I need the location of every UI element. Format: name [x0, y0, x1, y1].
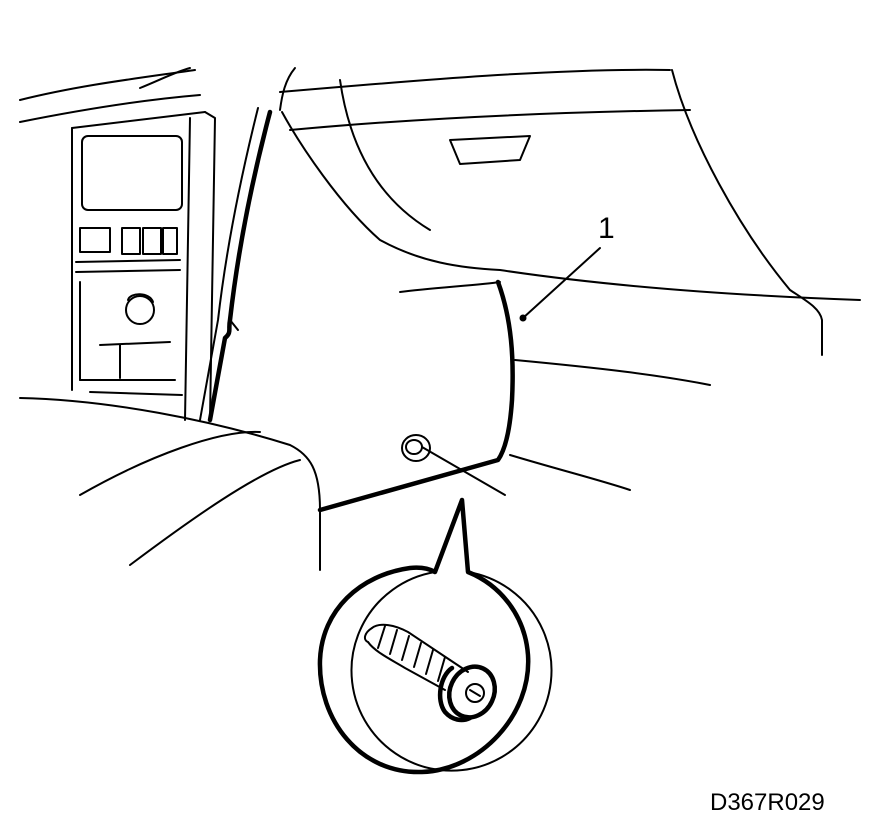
- seat-outline: [19, 397, 321, 571]
- callout-dot: [519, 314, 527, 322]
- console-side-trim: [199, 107, 273, 423]
- screw-icon: [363, 623, 498, 723]
- console-knob: [125, 295, 155, 325]
- detail-bubble: [350, 499, 553, 772]
- dashboard-top-edge: [19, 67, 691, 131]
- screw-hole: [401, 434, 431, 462]
- console-button-1: [79, 227, 111, 253]
- figure-code: D367R029: [710, 789, 825, 816]
- display-screen: [81, 135, 183, 211]
- side-trim-panel: [317, 279, 515, 513]
- leader-lines: [421, 247, 601, 496]
- console-button-2: [121, 227, 141, 255]
- center-console: [71, 111, 216, 421]
- console-button-3: [142, 227, 162, 255]
- console-button-4: [162, 227, 178, 255]
- lower-dash-panel: [281, 69, 861, 491]
- callout-label-1: 1: [598, 212, 615, 245]
- vent-slot: [449, 135, 531, 165]
- screw-detail-bubble: [317, 497, 553, 775]
